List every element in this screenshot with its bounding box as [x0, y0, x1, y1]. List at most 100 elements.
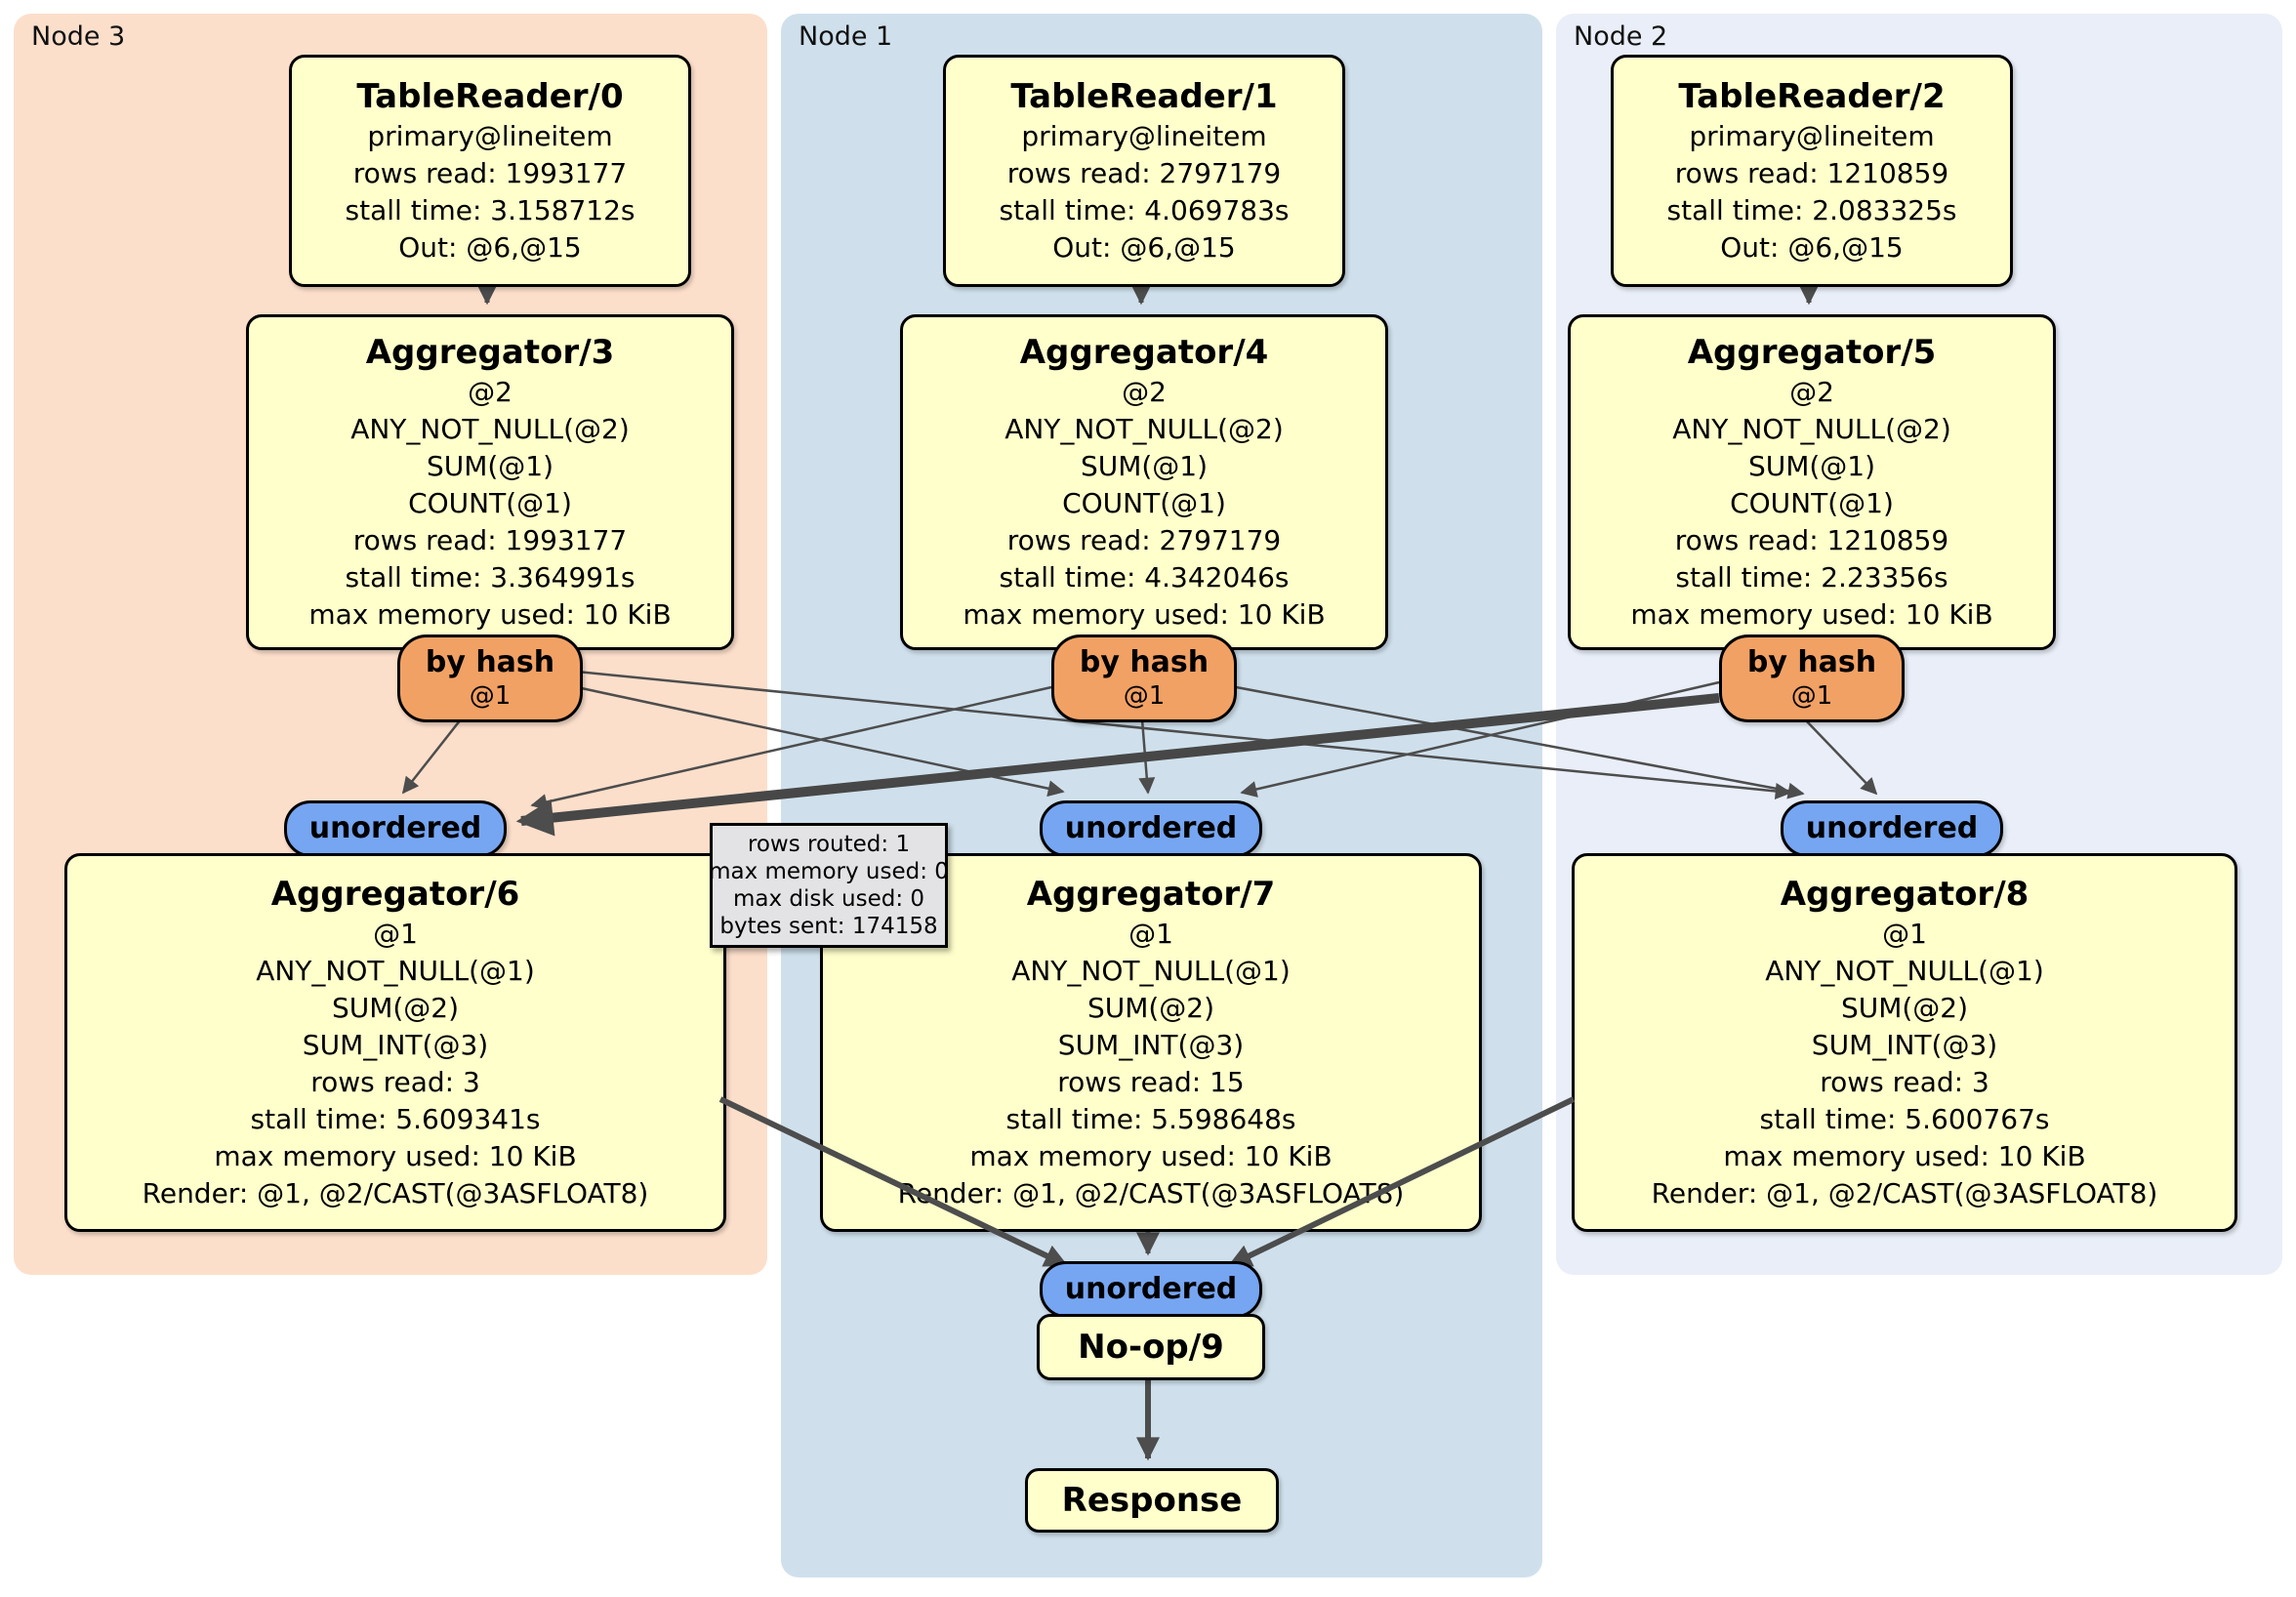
- node-stat-line: SUM(@1): [1747, 450, 1876, 482]
- node-stat-line: max memory used: 10 KiB: [1723, 1140, 2086, 1172]
- router-detail: @1: [1123, 681, 1166, 711]
- node-title: Aggregator/5: [1687, 333, 1937, 372]
- router-detail: @1: [469, 681, 512, 711]
- node-stat-line: stall time: 4.342046s: [999, 561, 1290, 594]
- tooltip-line: max memory used: 0: [709, 859, 949, 884]
- edge-aggregator8-unordered-final: [1227, 1096, 1576, 1268]
- node-stat-line: max memory used: 10 KiB: [963, 598, 1326, 631]
- node-stat-line: stall time: 5.600767s: [1759, 1103, 2050, 1135]
- node-aggregator-8[interactable]: Aggregator/8 @1 ANY_NOT_NULL(@1) SUM(@2)…: [1572, 853, 2237, 1232]
- node-stat-line: SUM_INT(@3): [1057, 1029, 1245, 1061]
- router-label: unordered: [1064, 1272, 1238, 1306]
- node-title: TableReader/2: [1678, 77, 1946, 116]
- router-label: by hash: [425, 645, 555, 679]
- node-stat-line: ANY_NOT_NULL(@1): [1765, 955, 2044, 987]
- router-label: unordered: [1805, 811, 1979, 845]
- router-label: unordered: [1064, 811, 1238, 845]
- panel-node3-label: Node 3: [31, 21, 126, 52]
- node-aggregator-5[interactable]: Aggregator/5 @2 ANY_NOT_NULL(@2) SUM(@1)…: [1568, 314, 2056, 650]
- node-title: Aggregator/3: [365, 333, 615, 372]
- node-title: Response: [1061, 1481, 1243, 1520]
- node-title: Aggregator/6: [270, 875, 520, 914]
- router-unordered-node1[interactable]: unordered: [1040, 800, 1262, 857]
- node-stat-line: @2: [1122, 376, 1167, 408]
- tooltip-stream-stats: rows routed: 1 max memory used: 0 max di…: [709, 823, 949, 948]
- node-stat-line: rows read: 1993177: [352, 157, 628, 189]
- node-tablereader-2[interactable]: TableReader/2 primary@lineitem rows read…: [1611, 55, 2013, 287]
- router-unordered-node3[interactable]: unordered: [284, 800, 507, 857]
- node-stat-line: SUM(@2): [1840, 992, 1969, 1024]
- node-aggregator-4[interactable]: Aggregator/4 @2 ANY_NOT_NULL(@2) SUM(@1)…: [900, 314, 1388, 650]
- router-by-hash-node2[interactable]: by hash @1: [1719, 635, 1905, 722]
- router-unordered-node2[interactable]: unordered: [1781, 800, 2003, 857]
- node-stat-line: SUM(@1): [1080, 450, 1209, 482]
- node-stat-line: ANY_NOT_NULL(@2): [350, 413, 630, 445]
- node-stat-line: @1: [1128, 918, 1173, 950]
- router-by-hash-node3[interactable]: by hash @1: [397, 635, 583, 722]
- node-stat-line: @1: [373, 918, 418, 950]
- edge-byhash2-unordered1: [1240, 680, 1720, 798]
- node-stat-line: rows read: 2797179: [1006, 157, 1282, 189]
- node-stat-line: primary@lineitem: [1021, 120, 1267, 152]
- tooltip-line: rows routed: 1: [747, 832, 911, 857]
- node-aggregator-3[interactable]: Aggregator/3 @2 ANY_NOT_NULL(@2) SUM(@1)…: [246, 314, 734, 650]
- node-stat-line: Render: @1, @2/CAST(@3ASFLOAT8): [1651, 1177, 2158, 1209]
- edge-byhash2-unordered3-highlighted[interactable]: [515, 693, 1720, 837]
- edge-byhash2-unordered2: [1804, 718, 1878, 796]
- node-stat-line: SUM(@2): [1086, 992, 1215, 1024]
- node-stat-line: @2: [1789, 376, 1834, 408]
- node-stat-line: max memory used: 10 KiB: [1630, 598, 1993, 631]
- router-detail: @1: [1790, 681, 1833, 711]
- router-label: unordered: [308, 811, 482, 845]
- node-stat-line: SUM(@1): [426, 450, 554, 482]
- node-stat-line: stall time: 3.364991s: [345, 561, 636, 594]
- node-stat-line: SUM_INT(@3): [302, 1029, 489, 1061]
- router-label: by hash: [1079, 645, 1210, 679]
- node-stat-line: max memory used: 10 KiB: [308, 598, 672, 631]
- node-tablereader-1[interactable]: TableReader/1 primary@lineitem rows read…: [943, 55, 1345, 287]
- node-stat-line: max memory used: 10 KiB: [969, 1140, 1332, 1172]
- tooltip-line: max disk used: 0: [732, 886, 925, 912]
- router-label: by hash: [1746, 645, 1877, 679]
- edge-byhash1-unordered2: [1230, 684, 1805, 799]
- node-stat-line: ANY_NOT_NULL(@1): [1011, 955, 1291, 987]
- edge-byhash3-unordered3: [401, 718, 462, 795]
- node-aggregator-6[interactable]: Aggregator/6 @1 ANY_NOT_NULL(@1) SUM(@2)…: [64, 853, 726, 1232]
- node-title: Aggregator/4: [1019, 333, 1269, 372]
- node-stat-line: Out: @6,@15: [398, 231, 582, 264]
- node-stat-line: rows read: 1210859: [1674, 524, 1949, 556]
- node-stat-line: stall time: 2.083325s: [1666, 194, 1957, 226]
- node-stat-line: COUNT(@1): [1730, 487, 1894, 519]
- node-stat-line: @2: [468, 376, 512, 408]
- node-title: Aggregator/7: [1026, 875, 1276, 914]
- node-stat-line: ANY_NOT_NULL(@1): [256, 955, 535, 987]
- node-stat-line: SUM_INT(@3): [1811, 1029, 1998, 1061]
- node-title: Aggregator/8: [1780, 875, 2030, 914]
- tooltip-line: bytes sent: 174158: [719, 914, 938, 939]
- node-tablereader-0[interactable]: TableReader/0 primary@lineitem rows read…: [289, 55, 691, 287]
- router-by-hash-node1[interactable]: by hash @1: [1051, 635, 1237, 722]
- node-stat-line: SUM(@2): [331, 992, 460, 1024]
- node-title: No-op/9: [1078, 1328, 1224, 1367]
- node-stat-line: stall time: 4.069783s: [999, 194, 1290, 226]
- node-stat-line: ANY_NOT_NULL(@2): [1672, 413, 1951, 445]
- node-stat-line: COUNT(@1): [408, 487, 572, 519]
- node-stat-line: ANY_NOT_NULL(@2): [1004, 413, 1284, 445]
- panel-node2-label: Node 2: [1574, 21, 1668, 52]
- node-stat-line: rows read: 1210859: [1674, 157, 1949, 189]
- node-stat-line: stall time: 2.23356s: [1675, 561, 1948, 594]
- node-title: TableReader/1: [1010, 77, 1278, 116]
- node-stat-line: stall time: 5.609341s: [250, 1103, 541, 1135]
- node-stat-line: primary@lineitem: [1689, 120, 1935, 152]
- node-stat-line: max memory used: 10 KiB: [214, 1140, 577, 1172]
- node-stat-line: primary@lineitem: [367, 120, 613, 152]
- node-stat-line: stall time: 5.598648s: [1005, 1103, 1296, 1135]
- node-stat-line: Out: @6,@15: [1052, 231, 1236, 264]
- node-stat-line: Render: @1, @2/CAST(@3ASFLOAT8): [142, 1177, 649, 1209]
- node-response[interactable]: Response: [1025, 1468, 1279, 1533]
- node-stat-line: COUNT(@1): [1062, 487, 1226, 519]
- router-unordered-final[interactable]: unordered: [1040, 1261, 1262, 1318]
- node-noop-9[interactable]: No-op/9: [1037, 1314, 1265, 1380]
